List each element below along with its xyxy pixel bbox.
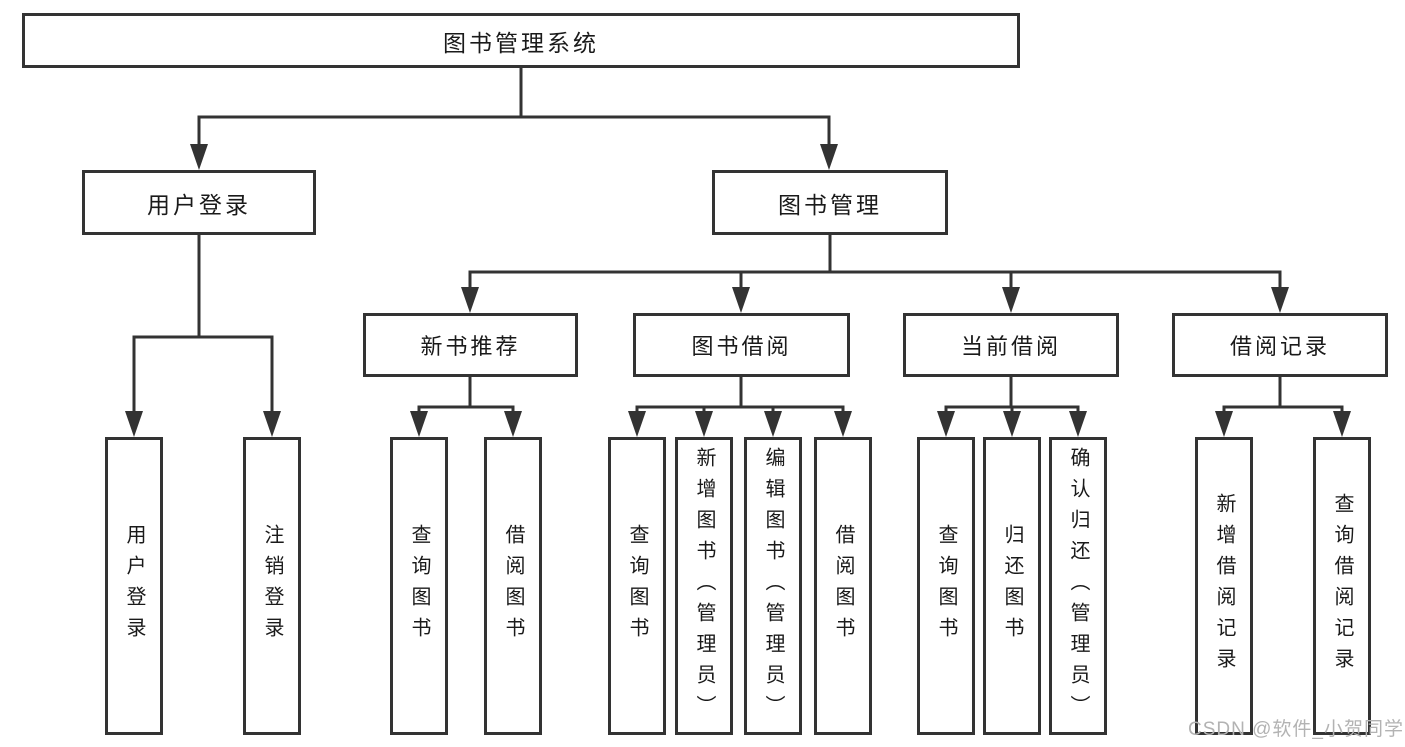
node-new-book-recommend: 新书推荐 <box>363 313 578 377</box>
node-new-book-recommend-label: 新书推荐 <box>420 334 521 359</box>
csdn-watermark: CSDN @软件_小贺同学 <box>1188 719 1404 740</box>
node-current-borrow-label: 当前借阅 <box>960 334 1061 359</box>
node-leaf-return-book-label: 归还图书 <box>1001 524 1023 648</box>
node-user-login: 用户登录 <box>82 170 316 235</box>
node-book-management-label: 图书管理 <box>778 191 882 218</box>
node-leaf-borrow-book-1-label: 借阅图书 <box>502 524 524 648</box>
connector-userlogin-to-leaves <box>132 233 274 421</box>
node-leaf-query-borrow-record-label: 查询借阅记录 <box>1331 493 1353 679</box>
node-root-label: 图书管理系统 <box>443 29 599 56</box>
node-leaf-confirm-return-label: 确认归还（管理员） <box>1067 446 1089 726</box>
node-borrow-record-label: 借阅记录 <box>1229 334 1330 359</box>
node-leaf-add-book: 新增图书（管理员） <box>675 437 733 735</box>
connector-newbook-to-leaves <box>417 375 515 421</box>
connector-borrowrecord-to-leaves <box>1222 375 1344 421</box>
connector-root-to-level2 <box>197 66 831 154</box>
node-borrow-record: 借阅记录 <box>1172 313 1388 377</box>
node-leaf-borrow-book-1: 借阅图书 <box>484 437 542 735</box>
node-leaf-user-login: 用户登录 <box>105 437 163 735</box>
node-leaf-confirm-return: 确认归还（管理员） <box>1049 437 1107 735</box>
node-leaf-query-book-2: 查询图书 <box>608 437 666 735</box>
connector-bookmgmt-to-level3 <box>468 233 1282 297</box>
node-user-login-label: 用户登录 <box>147 191 251 218</box>
node-leaf-edit-book-label: 编辑图书（管理员） <box>762 446 784 726</box>
node-leaf-query-book-1-label: 查询图书 <box>408 524 430 648</box>
node-leaf-query-book-3-label: 查询图书 <box>935 524 957 648</box>
node-leaf-query-book-3: 查询图书 <box>917 437 975 735</box>
node-leaf-add-borrow-record-label: 新增借阅记录 <box>1213 493 1235 679</box>
node-leaf-query-book-1: 查询图书 <box>390 437 448 735</box>
node-leaf-edit-book: 编辑图书（管理员） <box>744 437 802 735</box>
node-leaf-borrow-book-2-label: 借阅图书 <box>832 524 854 648</box>
node-book-borrow: 图书借阅 <box>633 313 850 377</box>
node-leaf-borrow-book-2: 借阅图书 <box>814 437 872 735</box>
node-leaf-add-borrow-record: 新增借阅记录 <box>1195 437 1253 735</box>
node-leaf-query-book-2-label: 查询图书 <box>626 524 648 648</box>
node-leaf-user-login-label: 用户登录 <box>123 524 145 648</box>
connector-currentborrow-to-leaves <box>944 375 1080 421</box>
node-leaf-logout-label: 注销登录 <box>261 524 283 648</box>
node-leaf-logout: 注销登录 <box>243 437 301 735</box>
node-book-management: 图书管理 <box>712 170 948 235</box>
connector-bookborrow-to-leaves <box>635 375 845 421</box>
node-root: 图书管理系统 <box>22 13 1020 68</box>
node-current-borrow: 当前借阅 <box>903 313 1119 377</box>
node-leaf-query-borrow-record: 查询借阅记录 <box>1313 437 1371 735</box>
node-book-borrow-label: 图书借阅 <box>691 334 792 359</box>
node-leaf-add-book-label: 新增图书（管理员） <box>693 446 715 726</box>
node-leaf-return-book: 归还图书 <box>983 437 1041 735</box>
